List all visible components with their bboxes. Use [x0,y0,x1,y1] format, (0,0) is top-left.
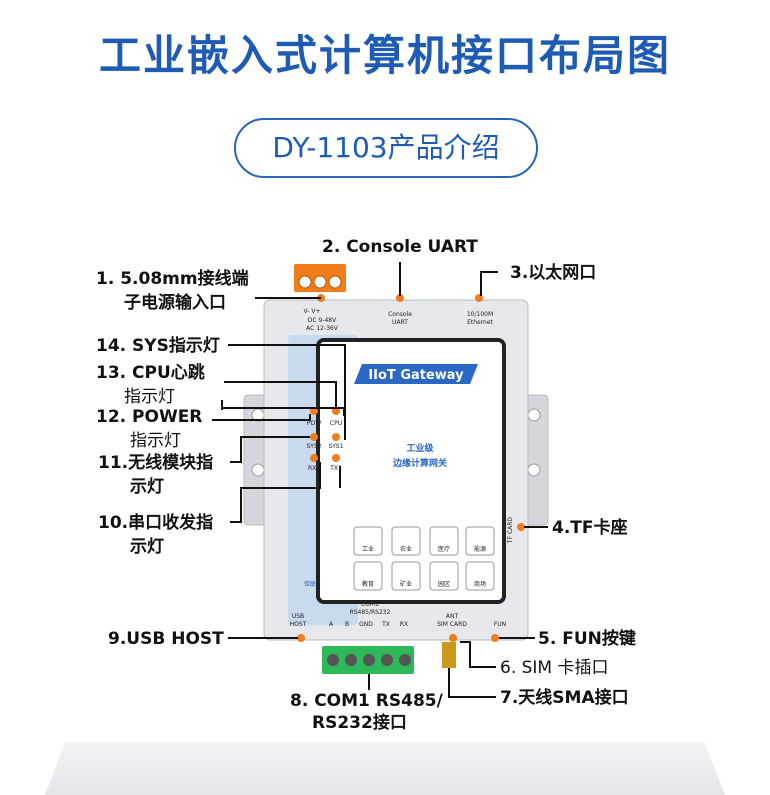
led-sys2 [310,433,318,441]
callout-6: 6. SIM 卡插口 [500,658,609,678]
screen-tag-edge: 边缘计算网关 [392,457,447,469]
pin-label: TX [381,621,390,628]
callout-11-line1: 11.无线模块指 [98,453,214,473]
pin-label: B [345,621,349,628]
icon-label: 农业 [400,545,412,553]
pin-label: GND [359,621,373,628]
callout-lines [212,262,548,698]
label-ethernet: Ethernet [467,319,493,326]
led-label: RX1 [308,465,320,472]
label-sim: SIM CARD [437,621,467,628]
callout-10-line1: 10.串口收发指 [98,513,214,533]
page-title: 工业嵌入式计算机接口布局图 [98,31,671,80]
label-console: Console [388,311,412,318]
label-ant: ANT [446,613,459,620]
label-ac: AC 12-36V [306,325,339,332]
callout-1-line1: 1. 5.08mm接线端 [96,269,249,289]
screen-tag-industrial: 工业级 [406,442,434,454]
pin-label: RX [400,621,408,628]
callout-9: 9.USB HOST [108,629,224,649]
icon-label: 教育 [362,580,374,588]
led-tx1 [332,454,340,462]
led-sys1 [332,433,340,441]
led-label: CPU [330,420,342,427]
label-eth-speed: 10/100M [467,311,493,318]
label-host: HOST [290,621,307,628]
product-subtitle-pill: DY-1103产品介绍 [234,118,538,178]
label-com1-type: RS485/RS232 [350,609,391,616]
icon-label: 医疗 [438,545,450,553]
pin-label: A [329,621,334,628]
callout-8-line1: 8. COM1 RS485/ [290,691,443,711]
icon-label: 园区 [438,581,450,588]
icon-label: 工业 [362,545,374,553]
label-usb: USB [292,613,304,620]
label-tf: TF CARD [507,517,514,544]
application-icon-grid [353,526,495,591]
label-com1: COM1 [361,601,379,608]
callout-13-line1: 13. CPU心跳 [96,363,205,383]
sma-antenna [442,642,456,668]
callout-8-line2: RS232接口 [312,713,407,733]
callout-1-line2: 子电源输入口 [124,293,226,313]
led-label: SYS2 [306,443,321,450]
icon-label: 商场 [474,580,486,588]
callout-5: 5. FUN按键 [538,629,636,649]
callout-10-line2: 示灯 [130,537,164,557]
callout-11-line2: 示灯 [130,477,164,497]
led-label: TX1 [329,465,342,472]
screen-banner [354,364,478,384]
callout-4: 4.TF卡座 [552,518,628,538]
callout-2: 2. Console UART [322,237,478,257]
led-rx1 [310,454,318,462]
floor-shadow [45,742,725,795]
callout-14: 14. SYS指示灯 [96,336,220,356]
icon-label: 能源 [474,545,486,553]
label-fun: FUN [494,621,506,628]
led-label: SYS1 [328,443,343,450]
label-power-pins: V- V+ [304,308,321,315]
callout-3: 3.以太网口 [510,263,597,283]
callout-13-line2: 指示灯 [124,387,175,407]
label-dc: DC 9-48V [308,317,337,324]
screen-title: IIoT Gateway [368,368,464,383]
callout-12-line1: 12. POWER [96,407,203,427]
led-label: POW [307,420,321,427]
callout-12-line2: 指示灯 [130,431,181,451]
callout-7: 7.天线SMA接口 [500,688,629,708]
brand-logo-text: 钜联 [304,580,316,588]
icon-label: 矿业 [400,580,412,588]
label-uart: UART [392,319,408,326]
